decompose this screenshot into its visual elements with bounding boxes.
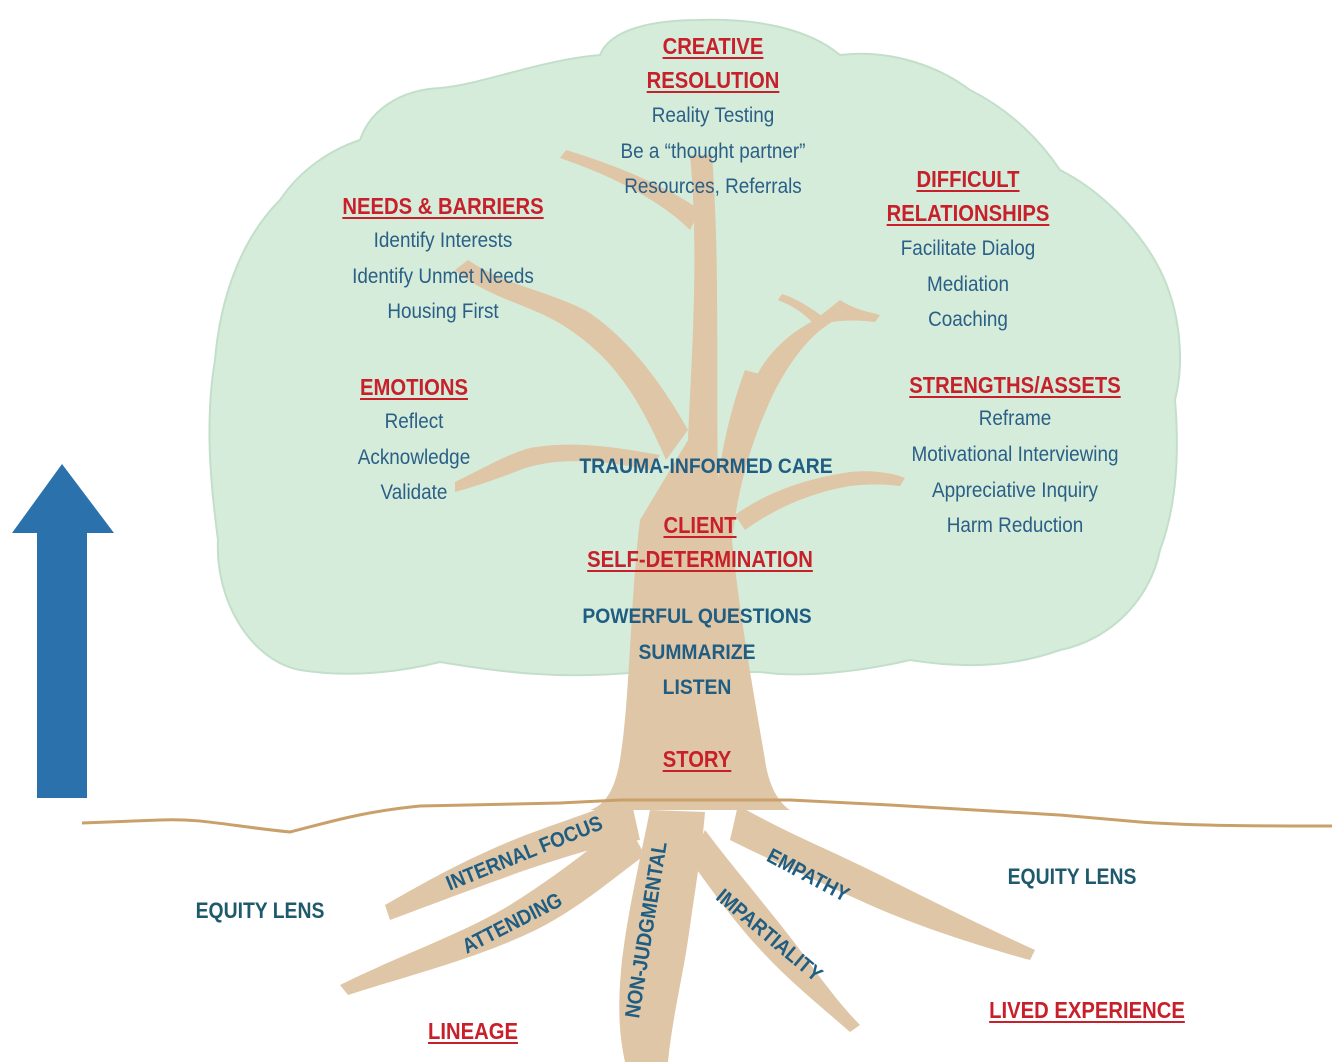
creative-item-2: Be a “thought partner” (620, 140, 806, 163)
lineage-heading: LINEAGE (428, 1018, 518, 1044)
root-center (619, 810, 705, 1062)
core-item-listen: LISTEN (662, 676, 732, 699)
difficult-heading-line2: RELATIONSHIPS (886, 200, 1050, 226)
strengths-item-1: Reframe (978, 407, 1052, 430)
story-heading: STORY (662, 746, 732, 772)
emotions-item-1: Reflect (384, 410, 444, 433)
strengths-item-2: Motivational Interviewing (911, 443, 1119, 466)
root-left-upper (385, 795, 640, 920)
needs-item-3: Housing First (387, 300, 499, 323)
difficult-item-3: Coaching (928, 308, 1008, 331)
creative-heading-line1: CREATIVE (662, 33, 764, 59)
branch-difficult (748, 300, 880, 400)
emotions-heading: EMOTIONS (360, 374, 468, 400)
trunk-main (590, 155, 790, 810)
branch-emotions (455, 444, 660, 492)
client-heading-line2: SELF-DETERMINATION (587, 546, 813, 572)
branch-difficult-twig (778, 294, 822, 322)
equity-lens-right: EQUITY LENS (1007, 864, 1137, 889)
branch-strengths (735, 471, 905, 530)
difficult-heading-line1: DIFFICULT (916, 166, 1020, 192)
branch-creative-left (560, 150, 700, 230)
core-item-powerful-questions: POWERFUL QUESTIONS (582, 605, 812, 628)
client-heading-line1: CLIENT (663, 512, 737, 538)
strengths-item-4: Harm Reduction (946, 514, 1084, 537)
strengths-item-3: Appreciative Inquiry (932, 479, 1098, 502)
needs-heading: NEEDS & BARRIERS (342, 193, 544, 219)
emotions-item-2: Acknowledge (357, 446, 471, 469)
root-right-lower (690, 830, 860, 1032)
strengths-heading: STRENGTHS/ASSETS (909, 372, 1121, 398)
root-left-lower (340, 820, 645, 995)
creative-item-3: Resources, Referrals (624, 175, 802, 198)
creative-heading-line2: RESOLUTION (646, 67, 780, 93)
needs-item-1: Identify Interests (373, 229, 513, 252)
trauma-informed-care-label: TRAUMA-INFORMED CARE (579, 455, 833, 478)
tree-trunk (340, 150, 1035, 1062)
needs-item-2: Identify Unmet Needs (352, 265, 534, 288)
core-item-summarize: SUMMARIZE (638, 641, 756, 664)
creative-item-1: Reality Testing (651, 104, 775, 127)
lived-experience-heading: LIVED EXPERIENCE (989, 997, 1185, 1023)
root-right-upper (730, 805, 1035, 960)
ground-line (81, 798, 1333, 834)
difficult-item-1: Facilitate Dialog (900, 237, 1036, 260)
upward-arrow-icon (12, 464, 114, 798)
emotions-item-3: Validate (380, 481, 448, 504)
difficult-item-2: Mediation (927, 273, 1009, 296)
branch-needs (455, 260, 688, 460)
equity-lens-left: EQUITY LENS (195, 898, 325, 923)
